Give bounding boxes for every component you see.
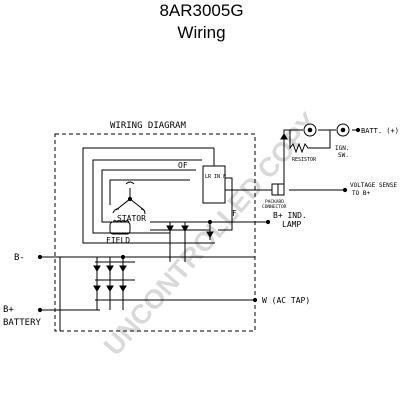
diode-6 xyxy=(119,285,127,292)
label-of: OF xyxy=(178,161,188,170)
label-b-plus-ind: B+ IND. xyxy=(273,211,307,220)
label-packard: PACKARD xyxy=(265,199,284,205)
rectifier-rail-top xyxy=(95,261,135,301)
rectifier-columns xyxy=(96,257,124,310)
resistor-zigzag xyxy=(289,130,331,154)
field-coil-turns xyxy=(112,220,130,223)
label-ign: IGN. xyxy=(335,145,349,152)
label-connector: CONNECTOR xyxy=(262,204,287,210)
label-w-ac-tap: W (AC TAP) xyxy=(262,296,310,305)
terminal-ind xyxy=(265,219,271,225)
label-lamp: LAMP xyxy=(282,220,301,229)
wire-loop-3 xyxy=(101,169,196,223)
terminal-b-minus xyxy=(37,254,43,260)
wire-regulator xyxy=(213,148,233,231)
frame-label: WIRING DIAGRAM xyxy=(110,121,186,131)
regulator-box xyxy=(202,165,226,204)
label-b-minus: B- xyxy=(14,253,25,263)
label-voltage-sense: VOLTAGE SENSE xyxy=(350,182,397,189)
label-b-plus: B+ xyxy=(3,305,14,315)
page-title: 8AR3005G xyxy=(159,1,244,20)
label-batt: BATT. (+) xyxy=(361,127,399,135)
stator-dot xyxy=(127,196,133,202)
ign-switch-dot xyxy=(307,127,313,133)
terminal-b-plus xyxy=(37,307,43,313)
label-regulator: LR IN F xyxy=(205,174,226,180)
packard-connector-2 xyxy=(277,183,285,196)
label-resistor: RESISTOR xyxy=(292,157,317,163)
batt-dot xyxy=(340,127,346,133)
diode-2 xyxy=(106,265,114,272)
junction-dot-1 xyxy=(207,219,213,225)
arrow-head xyxy=(280,133,288,140)
label-sw: SW. xyxy=(338,152,349,159)
diode-9 xyxy=(206,231,214,238)
diode-3 xyxy=(119,265,127,272)
page-subtitle: Wiring xyxy=(177,23,226,42)
terminal-ac xyxy=(252,297,258,303)
junction-dot-2 xyxy=(120,254,126,260)
diode-8 xyxy=(181,225,189,232)
label-battery: BATTERY xyxy=(3,318,42,328)
field-coil xyxy=(109,221,131,235)
diode-5 xyxy=(106,285,114,292)
diode-7 xyxy=(166,225,174,232)
label-field: FIELD xyxy=(106,236,130,245)
diode-4 xyxy=(93,285,101,292)
stator-coil xyxy=(112,181,146,215)
label-to-b-plus: TO B+ xyxy=(352,190,370,197)
label-f: F xyxy=(232,209,237,218)
wire-loop-4 xyxy=(109,179,190,205)
wire-loop-2 xyxy=(92,159,202,234)
terminal-batt xyxy=(355,127,361,133)
label-stator: STATOR xyxy=(117,214,146,223)
diode-1 xyxy=(93,265,101,272)
diagram-frame xyxy=(54,133,256,332)
wire-loop-outer xyxy=(82,147,215,244)
terminal-voltage-sense xyxy=(342,187,348,193)
